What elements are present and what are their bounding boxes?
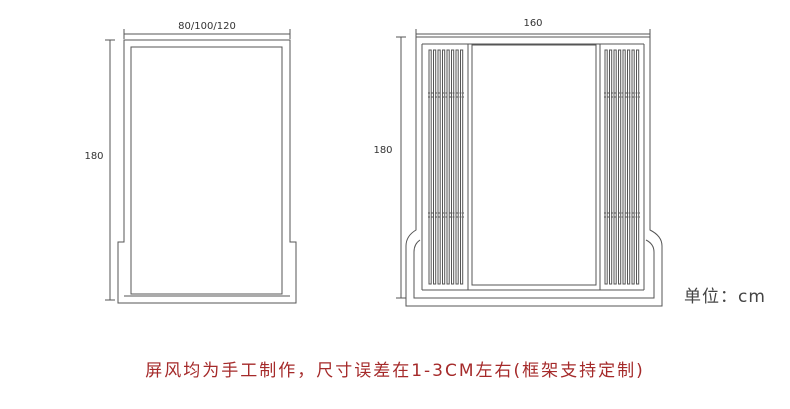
screen-1-height-label: 180 — [84, 151, 103, 162]
screen-2-right-slats — [604, 49, 640, 285]
left-slat — [455, 49, 459, 285]
left-slat — [451, 49, 455, 285]
screen-2 — [396, 29, 663, 307]
screen-2-height-label: 180 — [373, 145, 392, 156]
screen-2-left-bands — [428, 92, 464, 218]
screen-2-right-bands — [604, 92, 640, 218]
screen-1-width-label: 80/100/120 — [178, 21, 236, 32]
screen-1-inner-panel — [130, 46, 283, 295]
left-slat — [433, 49, 437, 285]
unit-label: 单位：cm — [684, 287, 766, 307]
right-slat — [604, 49, 608, 285]
screen-2-center-panel — [471, 44, 597, 286]
caption-note: 屏风均为手工制作，尺寸误差在1-3CM左右(框架支持定制) — [145, 361, 645, 381]
screen-1-width-dimension — [123, 29, 291, 39]
screen-2-width-label: 160 — [523, 18, 542, 29]
right-slat — [622, 49, 626, 285]
right-slat — [609, 49, 613, 285]
screen-2-outer-frame — [405, 36, 663, 307]
right-slat — [618, 49, 622, 285]
left-slat — [437, 49, 441, 285]
right-slat — [627, 49, 631, 285]
left-slat — [428, 49, 432, 285]
left-slat — [460, 49, 464, 285]
left-slat — [446, 49, 450, 285]
screen-2-height-dimension — [396, 36, 406, 299]
screen-1-outer-frame — [117, 39, 297, 304]
screen-1-height-dimension — [105, 39, 115, 301]
right-slat — [631, 49, 635, 285]
screen-2-left-slats — [428, 49, 464, 285]
left-slat — [442, 49, 446, 285]
screen-1 — [105, 29, 297, 304]
right-slat — [636, 49, 640, 285]
right-slat — [613, 49, 617, 285]
